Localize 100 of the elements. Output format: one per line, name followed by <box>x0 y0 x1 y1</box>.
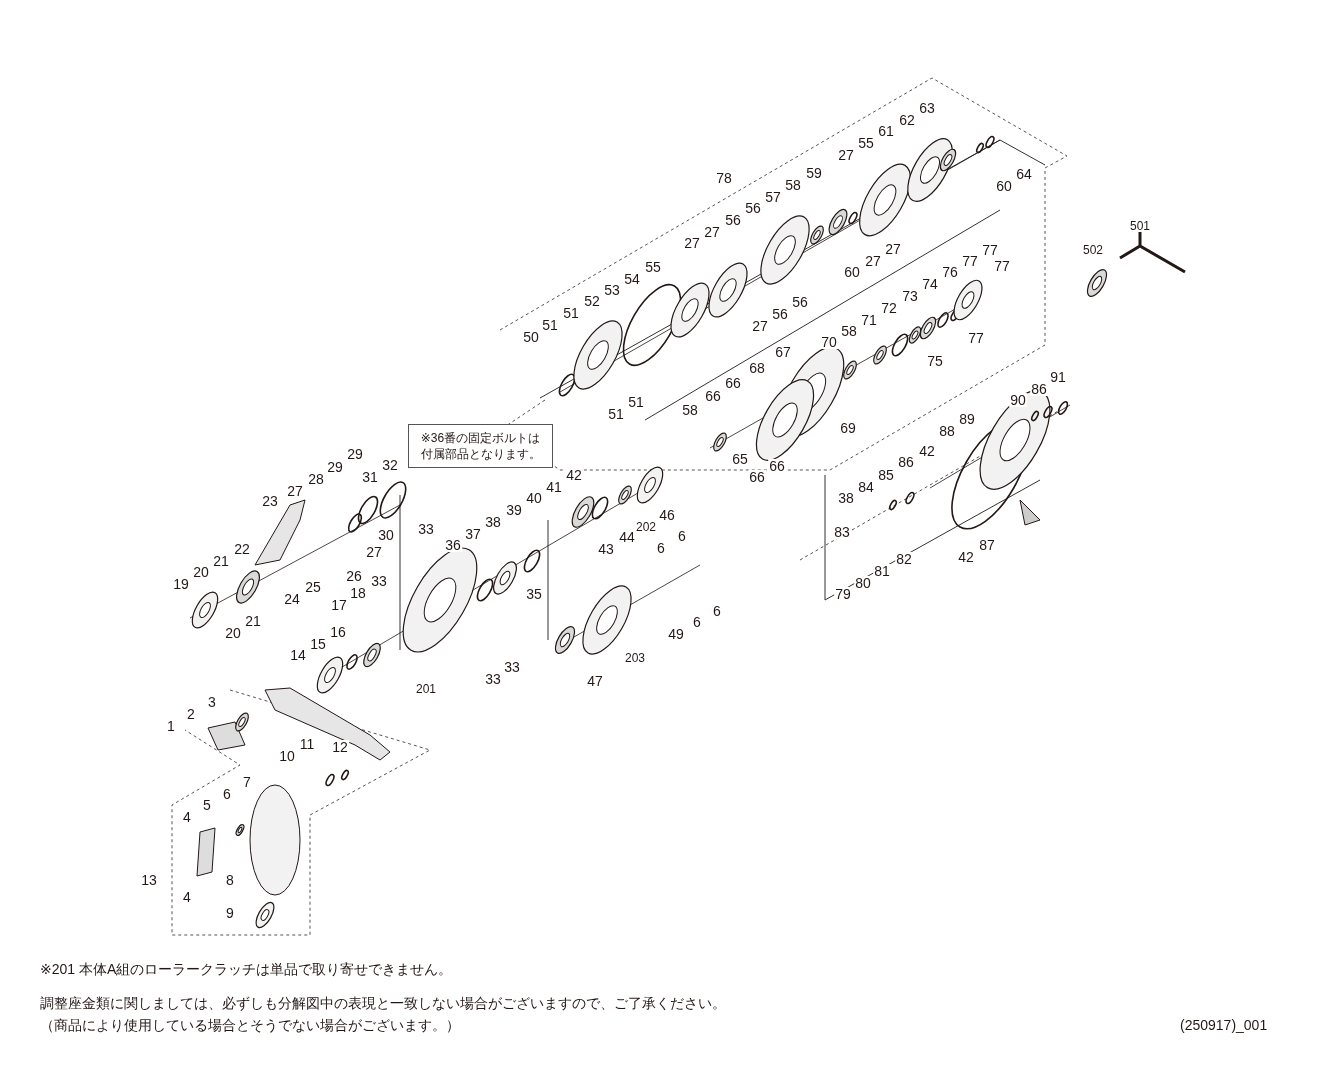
callout-number: 21 <box>244 614 262 628</box>
callout-number: 44 <box>618 530 636 544</box>
callout-number: 60 <box>843 265 861 279</box>
callout-number: 201 <box>415 683 437 695</box>
note-text: 調整座金類に関しましては、必ずしも分解図中の表現と一致しない場合がございますので、ご了承ください。 <box>40 996 726 1012</box>
callout-number: 77 <box>961 254 979 268</box>
callout-number: 6 <box>656 541 666 555</box>
callout-number: 64 <box>1015 167 1033 181</box>
callout-number: 27 <box>884 242 902 256</box>
callout-number: 29 <box>346 447 364 461</box>
callout-number: 58 <box>840 324 858 338</box>
note-text: （商品により使用している場合とそうでない場合がございます。） <box>40 1018 460 1034</box>
callout-number: 28 <box>307 472 325 486</box>
callout-number: 70 <box>820 335 838 349</box>
callout-number: 501 <box>1129 220 1151 232</box>
callout-number: 52 <box>583 294 601 308</box>
callout-number: 63 <box>918 101 936 115</box>
callout-number: 40 <box>525 491 543 505</box>
callout-number: 37 <box>464 527 482 541</box>
callout-number: 56 <box>771 307 789 321</box>
callout-number: 15 <box>309 637 327 651</box>
callout-number: 51 <box>541 318 559 332</box>
callout-number: 76 <box>941 265 959 279</box>
callout-number: 57 <box>764 190 782 204</box>
callout-number: 80 <box>854 576 872 590</box>
callout-number: 6 <box>677 529 687 543</box>
callout-number: 79 <box>834 587 852 601</box>
callout-number: 51 <box>607 407 625 421</box>
callout-number: 58 <box>681 403 699 417</box>
callout-number: 56 <box>724 213 742 227</box>
callout-number: 66 <box>704 389 722 403</box>
callout-number: 51 <box>562 306 580 320</box>
callout-number: 47 <box>586 674 604 688</box>
callout-number: 59 <box>805 166 823 180</box>
callout-number: 86 <box>1030 382 1048 396</box>
callout-number: 71 <box>860 313 878 327</box>
callout-number: 21 <box>212 554 230 568</box>
callout-number: 82 <box>895 552 913 566</box>
callout-number: 8 <box>225 873 235 887</box>
callout-number: 17 <box>330 598 348 612</box>
note-text: ※201 本体A組のローラークラッチは単品で取り寄せできません。 <box>40 962 453 978</box>
callout-number: 66 <box>768 459 786 473</box>
callout-number: 50 <box>522 330 540 344</box>
callout-number: 9 <box>225 906 235 920</box>
callout-number: 18 <box>349 586 367 600</box>
callout-number: 22 <box>233 542 251 556</box>
callout-number: 502 <box>1082 244 1104 256</box>
callout-number: 2 <box>186 707 196 721</box>
callout-number: 14 <box>289 648 307 662</box>
callout-number: 6 <box>222 787 232 801</box>
callout-number: 86 <box>897 455 915 469</box>
callout-number: 56 <box>791 295 809 309</box>
callout-number: 85 <box>877 468 895 482</box>
callout-number: 7 <box>242 775 252 789</box>
callout-number: 1 <box>166 719 176 733</box>
callout-number: 73 <box>901 289 919 303</box>
callout-number: 29 <box>326 460 344 474</box>
callout-number: 30 <box>377 528 395 542</box>
callout-number: 10 <box>278 749 296 763</box>
callout-number: 66 <box>724 376 742 390</box>
callout-number: 13 <box>140 873 158 887</box>
callout-number: 38 <box>484 515 502 529</box>
callout-number: 3 <box>207 695 217 709</box>
callout-number: 56 <box>744 201 762 215</box>
callout-number: 72 <box>880 301 898 315</box>
callout-number: 42 <box>918 444 936 458</box>
callout-number: 65 <box>731 452 749 466</box>
callout-number: 77 <box>981 243 999 257</box>
callout-number: 203 <box>624 652 646 664</box>
document-code: (250917)_001 <box>1180 1018 1268 1034</box>
callout-number: 27 <box>703 225 721 239</box>
callout-number: 42 <box>565 468 583 482</box>
callout-number: 26 <box>345 569 363 583</box>
callout-number: 89 <box>958 412 976 426</box>
callout-number: 60 <box>995 179 1013 193</box>
callout-number: 91 <box>1049 370 1067 384</box>
callout-number: 6 <box>692 615 702 629</box>
callout-number: 67 <box>774 345 792 359</box>
callout-number: 202 <box>635 521 657 533</box>
callout-number: 6 <box>712 604 722 618</box>
callout-number: 78 <box>715 171 733 185</box>
callout-number: 27 <box>837 148 855 162</box>
callout-number: 27 <box>286 484 304 498</box>
callout-number: 69 <box>839 421 857 435</box>
callout-number: 54 <box>623 272 641 286</box>
callout-number: 4 <box>182 810 192 824</box>
callout-number: 25 <box>304 580 322 594</box>
callout-number: 84 <box>857 480 875 494</box>
callout-number: 87 <box>978 538 996 552</box>
callout-number: 61 <box>877 124 895 138</box>
callout-number: 53 <box>603 283 621 297</box>
callout-number: 46 <box>658 508 676 522</box>
callout-number: 43 <box>597 542 615 556</box>
callout-number: 27 <box>864 254 882 268</box>
callout-number: 77 <box>967 331 985 345</box>
callout-number: 27 <box>365 545 383 559</box>
callout-number: 83 <box>833 525 851 539</box>
callout-number: 90 <box>1009 393 1027 407</box>
callout-number: 33 <box>370 574 388 588</box>
callout-number: 5 <box>202 798 212 812</box>
